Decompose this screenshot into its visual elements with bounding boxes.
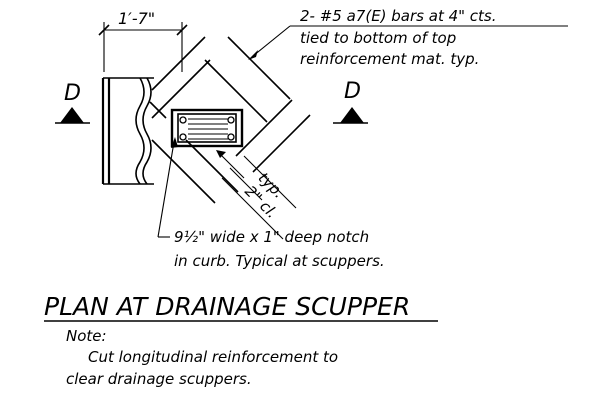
bar-callout-line1: 2- #5 a7(E) bars at 4" cts.: [300, 7, 497, 25]
note-line2: clear drainage scuppers.: [66, 370, 252, 388]
note-label: Note:: [66, 327, 107, 345]
notch-callout-line1: 9½" wide x 1" deep notch: [174, 228, 369, 246]
bar-callout-line2: tied to bottom of top: [300, 29, 456, 47]
bar-callout-line3: reinforcement mat. typ.: [300, 50, 479, 68]
bar-callout-text: 2- #5 a7(E) bars at 4" cts. tied to bott…: [300, 7, 497, 68]
drawing-title: PLAN AT DRAINAGE SCUPPER: [44, 292, 438, 322]
section-marker-right: D: [333, 79, 368, 124]
note-line1: Cut longitudinal reinforcement to: [88, 348, 338, 366]
notch-callout-text: 9½" wide x 1" deep notch in curb. Typica…: [174, 228, 385, 270]
notch-callout-line2: in curb. Typical at scuppers.: [174, 252, 385, 270]
notch-leader: [157, 137, 178, 238]
overall-width-dimension: 1′-7": [98, 9, 188, 72]
section-letter-right: D: [344, 79, 361, 104]
title-text: PLAN AT DRAINAGE SCUPPER: [44, 292, 410, 321]
diagonal-reinforcement: [149, 36, 311, 240]
note-block: Note: Cut longitudinal reinforcement to …: [66, 327, 338, 388]
section-marker-left: D: [55, 81, 90, 124]
curb-plan: [101, 77, 154, 185]
scupper-box: [170, 108, 244, 148]
section-letter-left: D: [64, 81, 81, 106]
dimension-label: 1′-7": [118, 9, 155, 28]
bar-callout-leader: [248, 25, 568, 60]
